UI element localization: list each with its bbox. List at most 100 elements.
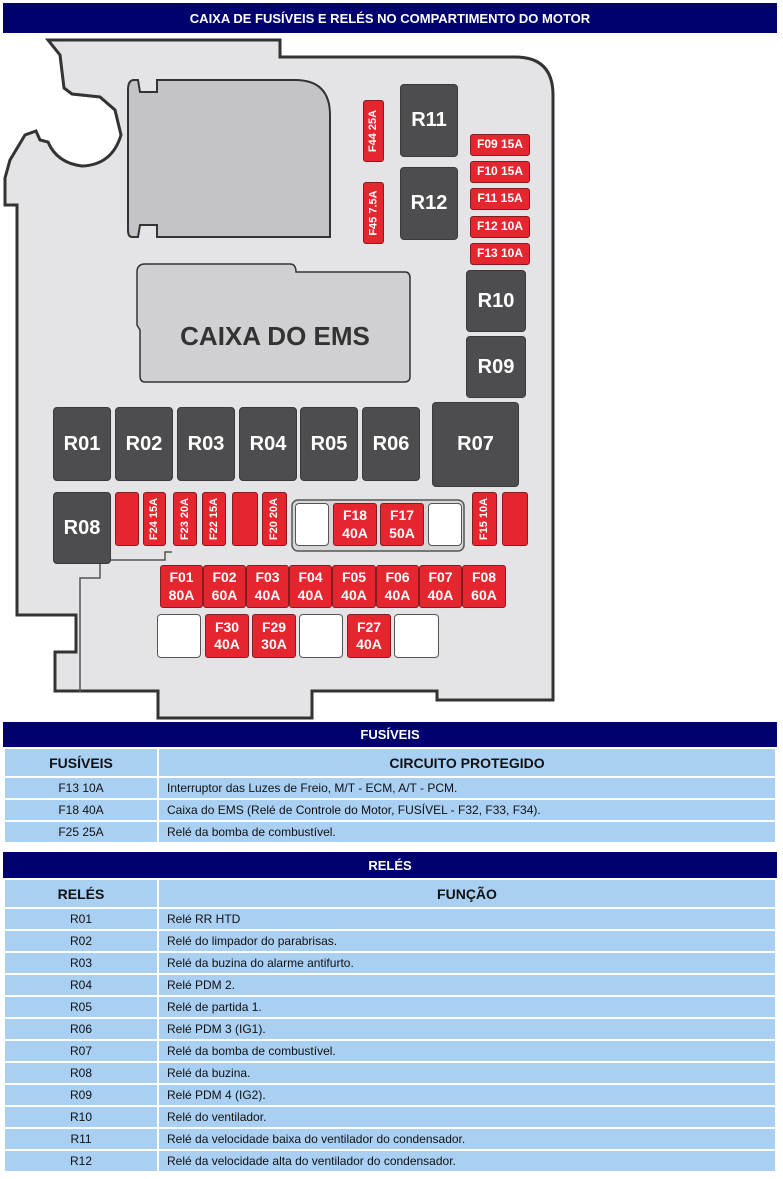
fuse-f24: F24 15A bbox=[143, 492, 166, 546]
item-code: R09 bbox=[3, 1083, 159, 1107]
item-code: R01 bbox=[3, 907, 159, 931]
item-code: R08 bbox=[3, 1061, 159, 1085]
item-description: Relé PDM 2. bbox=[157, 973, 777, 997]
empty-slot bbox=[295, 503, 329, 546]
item-description: Relé da buzina do alarme antifurto. bbox=[157, 951, 777, 975]
item-code: R07 bbox=[3, 1039, 159, 1063]
fuse-box-outline bbox=[3, 38, 555, 720]
fuse-f45: F45 7.5A bbox=[363, 182, 384, 244]
item-code: R12 bbox=[3, 1149, 159, 1173]
item-code: R05 bbox=[3, 995, 159, 1019]
fuse-f12: F12 10A bbox=[470, 216, 530, 238]
fuse-f22: F22 15A bbox=[202, 492, 226, 546]
empty-slot bbox=[157, 614, 201, 658]
item-description: Relé PDM 4 (IG2). bbox=[157, 1083, 777, 1107]
relay-r10: R10 bbox=[466, 270, 526, 332]
relay-r08: R08 bbox=[53, 492, 111, 564]
relay-r05: R05 bbox=[300, 407, 358, 481]
fuse-blank bbox=[232, 492, 258, 546]
fuse-blank bbox=[115, 492, 139, 546]
item-description: Relé da bomba de combustível. bbox=[157, 820, 777, 844]
item-description: Relé do limpador do parabrisas. bbox=[157, 929, 777, 953]
empty-slot bbox=[394, 614, 439, 658]
fuse-f23: F23 20A bbox=[173, 492, 197, 546]
item-code: F18 40A bbox=[3, 798, 159, 822]
fuse-f10: F10 15A bbox=[470, 161, 530, 183]
item-code: R11 bbox=[3, 1127, 159, 1151]
fuse-f11: F11 15A bbox=[470, 188, 530, 210]
item-code: R02 bbox=[3, 929, 159, 953]
item-description: Caixa do EMS (Relé de Controle do Motor,… bbox=[157, 798, 777, 822]
item-code: F13 10A bbox=[3, 776, 159, 800]
relays-section-title: RELÉS bbox=[3, 852, 777, 878]
item-description: Relé do ventilador. bbox=[157, 1105, 777, 1129]
fuse-f13: F13 10A bbox=[470, 243, 530, 265]
item-code: F25 25A bbox=[3, 820, 159, 844]
item-code: R04 bbox=[3, 973, 159, 997]
item-code: R10 bbox=[3, 1105, 159, 1129]
fuse-f09: F09 15A bbox=[470, 134, 530, 156]
relay-r06: R06 bbox=[362, 407, 420, 481]
fuse-f44: F44 25A bbox=[363, 100, 384, 162]
relay-r03: R03 bbox=[177, 407, 235, 481]
item-description: Relé de partida 1. bbox=[157, 995, 777, 1019]
item-description: Relé RR HTD bbox=[157, 907, 777, 931]
page-title: CAIXA DE FUSÍVEIS E RELÉS NO COMPARTIMEN… bbox=[3, 3, 777, 33]
empty-slot bbox=[428, 503, 462, 546]
item-description: Relé da velocidade alta do ventilador do… bbox=[157, 1149, 777, 1173]
column-header: RELÉS bbox=[3, 878, 159, 909]
column-header: FUNÇÃO bbox=[157, 878, 777, 909]
relay-r04: R04 bbox=[239, 407, 297, 481]
item-code: R03 bbox=[3, 951, 159, 975]
fuse-f15: F15 10A bbox=[472, 492, 497, 546]
column-header: FUSÍVEIS bbox=[3, 747, 159, 778]
relay-r02: R02 bbox=[115, 407, 173, 481]
empty-slot bbox=[299, 614, 343, 658]
relay-r07: R07 bbox=[432, 402, 519, 487]
relay-r11: R11 bbox=[400, 84, 458, 157]
item-description: Relé da bomba de combustível. bbox=[157, 1039, 777, 1063]
ems-box-label: CAIXA DO EMS bbox=[180, 320, 370, 351]
item-description: Relé da buzina. bbox=[157, 1061, 777, 1085]
fuse-f20: F20 20A bbox=[262, 492, 287, 546]
column-header: CIRCUITO PROTEGIDO bbox=[157, 747, 777, 778]
item-description: Interruptor das Luzes de Freio, M/T - EC… bbox=[157, 776, 777, 800]
fuses-section-title: FUSÍVEIS bbox=[3, 722, 777, 747]
fuse-box-diagram: CAIXA DO EMS F44 25A F45 7.5A R11 R12 F0… bbox=[0, 36, 783, 726]
relay-r12: R12 bbox=[400, 167, 458, 240]
relay-r01: R01 bbox=[53, 407, 111, 481]
fuse-blank bbox=[502, 492, 528, 546]
item-code: R06 bbox=[3, 1017, 159, 1041]
